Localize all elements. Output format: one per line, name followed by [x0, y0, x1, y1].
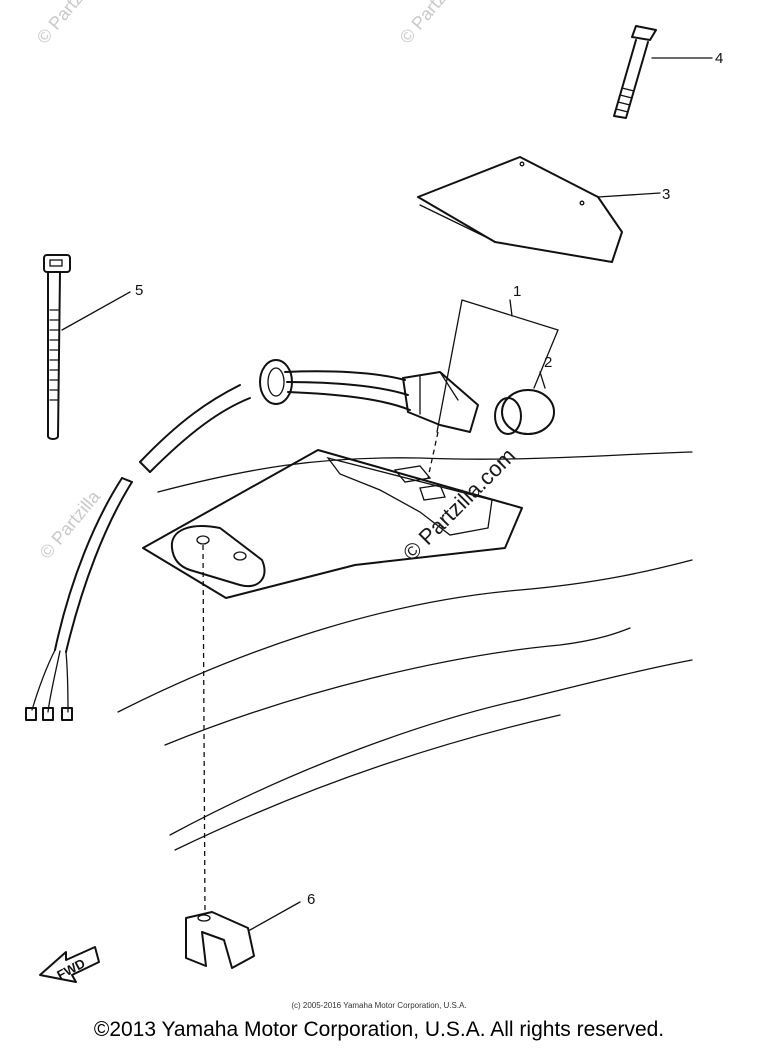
- part-3-plate: [417, 156, 623, 263]
- callout-5: 5: [135, 282, 143, 299]
- watermark-left: © Partzilla: [36, 486, 105, 563]
- callout-4: 4: [715, 50, 723, 67]
- deck-plate: [142, 449, 523, 599]
- fwd-arrow: FWD: [39, 946, 100, 983]
- loose-wire: [25, 477, 133, 721]
- small-copyright: (c) 2005-2016 Yamaha Motor Corporation, …: [291, 1001, 467, 1010]
- watermark-top-center: © Partzilla: [396, 0, 465, 48]
- mounting-pad: [170, 525, 266, 588]
- part-5-cable-tie: [43, 254, 71, 440]
- leader-lines: [61, 57, 713, 931]
- fwd-label: FWD: [54, 956, 87, 983]
- callout-1: 1: [513, 283, 521, 300]
- part-1-sensor-harness: [139, 359, 479, 473]
- callout-2: 2: [544, 354, 552, 371]
- callout-3: 3: [662, 186, 670, 203]
- assembly-line-sensor: [427, 431, 439, 479]
- part-4-bolt: [613, 25, 657, 119]
- watermark-top-left: © Partzilla: [33, 0, 102, 48]
- callout-6: 6: [307, 891, 315, 908]
- assembly-line: [202, 544, 206, 916]
- part-2-cap: [494, 389, 555, 435]
- watermark-main: © Partzilla.com: [398, 443, 521, 566]
- main-copyright: ©2013 Yamaha Motor Corporation, U.S.A. A…: [93, 1018, 665, 1041]
- hull-outline: [117, 451, 693, 851]
- part-6-clamp: [185, 911, 255, 969]
